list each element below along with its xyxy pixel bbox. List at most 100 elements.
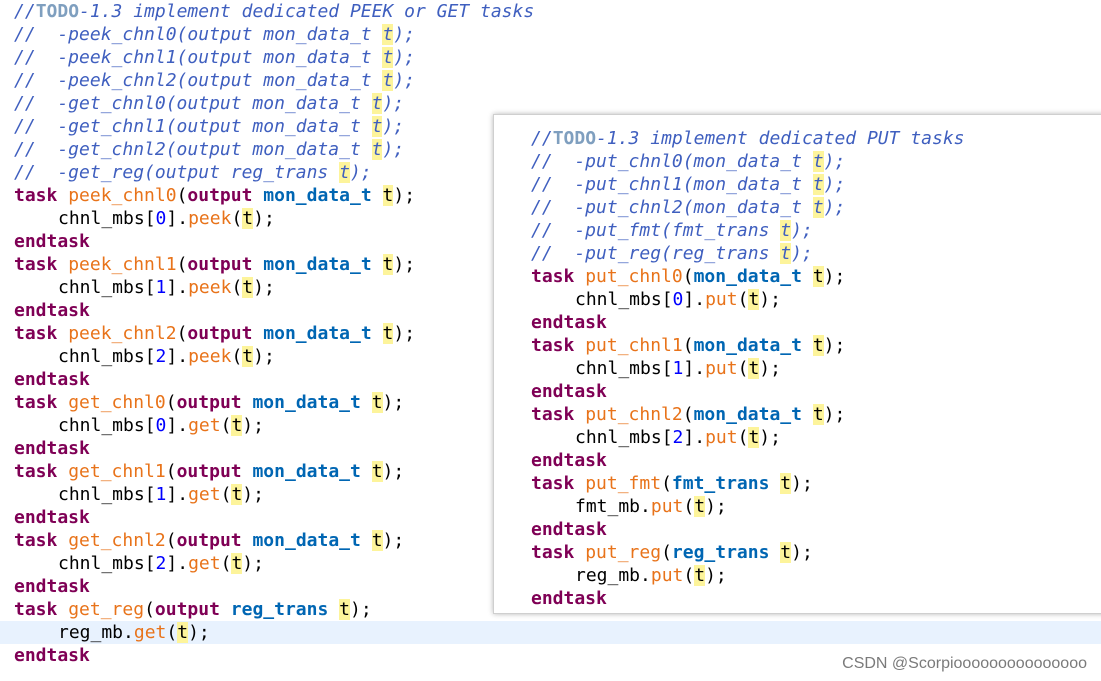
task-body[interactable]: chnl_mbs[1].get(t); [14,483,1101,506]
task-declaration[interactable]: task put_fmt(fmt_trans t); [531,472,965,495]
argument: t [339,599,351,620]
punctuation: ( [220,415,232,436]
comment-line[interactable]: // -peek_chnl1(output mon_data_t t); [14,46,1101,69]
task-body[interactable]: chnl_mbs[0].get(t); [14,414,1101,437]
task-end[interactable]: endtask [14,575,1101,598]
method-call: get [133,622,167,643]
task-end[interactable]: endtask [14,437,1101,460]
task-body[interactable]: chnl_mbs[1].peek(t); [14,276,1101,299]
task-end[interactable]: endtask [14,230,1101,253]
space [802,404,813,425]
punctuation: [ [144,415,156,436]
punctuation: . [177,277,189,298]
task-body[interactable]: chnl_mbs[2].get(t); [14,552,1101,575]
comment-line[interactable]: // -get_chnl1(output mon_data_t t); [14,115,1101,138]
comment-line[interactable]: // -peek_chnl2(output mon_data_t t); [14,69,1101,92]
punctuation: ( [176,254,188,275]
punctuation: ); [253,277,275,298]
space [57,185,68,206]
punctuation: [ [144,277,156,298]
task-body[interactable]: chnl_mbs[0].put(t); [531,288,965,311]
index-number: 2 [672,427,684,448]
comment-line[interactable]: // -put_chnl2(mon_data_t t); [531,196,965,219]
task-body[interactable]: chnl_mbs[2].put(t); [531,426,965,449]
method-call: get [188,415,221,436]
task-name: put_chnl1 [585,335,683,356]
mailbox-variable: chnl_mbs [58,553,145,574]
argument: t [231,553,243,574]
punctuation: ( [231,208,243,229]
space [57,530,68,551]
task-body[interactable]: chnl_mbs[0].peek(t); [14,207,1101,230]
space [57,254,68,275]
task-declaration[interactable]: task put_chnl0(mon_data_t t); [531,265,965,288]
task-declaration[interactable]: task put_reg(reg_trans t); [531,541,965,564]
punctuation: ); [823,266,846,287]
task-declaration[interactable]: task get_reg(output reg_trans t); [14,598,1101,621]
comment-text: // -put_chnl2(mon_data_t [531,197,813,218]
comment-line[interactable]: //TODO-1.3 implement dedicated PUT tasks [531,127,965,150]
comment: // -put_reg(reg_trans t); [531,243,813,264]
argument: t [242,346,254,367]
comment-line[interactable]: // -put_fmt(fmt_trans t); [531,219,965,242]
comment-line[interactable]: // -put_reg(reg_trans t); [531,242,965,265]
punctuation: ] [683,289,695,310]
task-body[interactable]: reg_mb.put(t); [531,564,965,587]
task-end[interactable]: endtask [14,368,1101,391]
task-body[interactable]: chnl_mbs[2].peek(t); [14,345,1101,368]
task-declaration[interactable]: task peek_chnl2(output mon_data_t t); [14,322,1101,345]
task-declaration[interactable]: task get_chnl1(output mon_data_t t); [14,460,1101,483]
task-declaration[interactable]: task peek_chnl1(output mon_data_t t); [14,253,1101,276]
punctuation: ); [242,484,264,505]
task-end[interactable]: endtask [14,299,1101,322]
task-declaration[interactable]: task put_chnl1(mon_data_t t); [531,334,965,357]
task-end[interactable]: endtask [14,506,1101,529]
comment-text: // -put_chnl1(mon_data_t [531,174,813,195]
task-end[interactable]: endtask [531,380,965,403]
punctuation: ( [661,473,672,494]
task-end[interactable]: endtask [531,587,965,610]
task-body[interactable]: fmt_mb.put(t); [531,495,965,518]
comment-text: // -peek_chnl1(output mon_data_t [14,47,383,68]
space [242,392,253,413]
task-body[interactable]: chnl_mbs[1].put(t); [531,357,965,380]
punctuation: ); [791,473,813,494]
punctuation: ] [166,415,178,436]
endtask-keyword: endtask [14,300,90,321]
task-name: get_chnl1 [68,461,166,482]
comment-text: // -get_chnl2(output mon_data_t [14,139,372,160]
task-end[interactable]: endtask [531,449,965,472]
comment-line[interactable]: // -get_chnl2(output mon_data_t t); [14,138,1101,161]
comment-line[interactable]: // -put_chnl1(mon_data_t t); [531,173,965,196]
punctuation: ( [220,484,232,505]
comment-line[interactable]: // -get_reg(output reg_trans t); [14,161,1101,184]
comment-line[interactable]: //TODO-1.3 implement dedicated PEEK or G… [14,0,1101,23]
mailbox-variable: chnl_mbs [58,484,145,505]
task-name: peek_chnl0 [68,185,177,206]
comment-arg: t [371,116,383,137]
punctuation: ( [683,496,695,517]
comment: //TODO-1.3 implement dedicated PUT tasks [531,128,965,149]
argument: t [242,208,254,229]
task-end[interactable]: endtask [531,518,965,541]
task-end[interactable]: endtask [14,644,1101,667]
punctuation: . [177,346,189,367]
task-name: peek_chnl2 [68,323,177,344]
task-declaration[interactable]: task put_chnl2(mon_data_t t); [531,403,965,426]
comment-text: // -put_fmt(fmt_trans [531,220,781,241]
code-editor-left[interactable]: //TODO-1.3 implement dedicated PEEK or G… [0,0,1101,667]
task-declaration[interactable]: task get_chnl0(output mon_data_t t); [14,391,1101,414]
task-body[interactable]: reg_mb.get(t); [0,621,1101,644]
mailbox-variable: reg_mb [58,622,124,643]
task-keyword: task [14,530,58,551]
method-call: put [650,496,684,517]
space [361,392,372,413]
task-end[interactable]: endtask [531,311,965,334]
comment-line[interactable]: // -put_chnl0(mon_data_t t); [531,150,965,173]
task-keyword: task [531,542,575,563]
task-declaration[interactable]: task get_chnl2(output mon_data_t t); [14,529,1101,552]
comment-line[interactable]: // -get_chnl0(output mon_data_t t); [14,92,1101,115]
punctuation: ( [220,553,232,574]
task-declaration[interactable]: task peek_chnl0(output mon_data_t t); [14,184,1101,207]
comment-line[interactable]: // -peek_chnl0(output mon_data_t t); [14,23,1101,46]
